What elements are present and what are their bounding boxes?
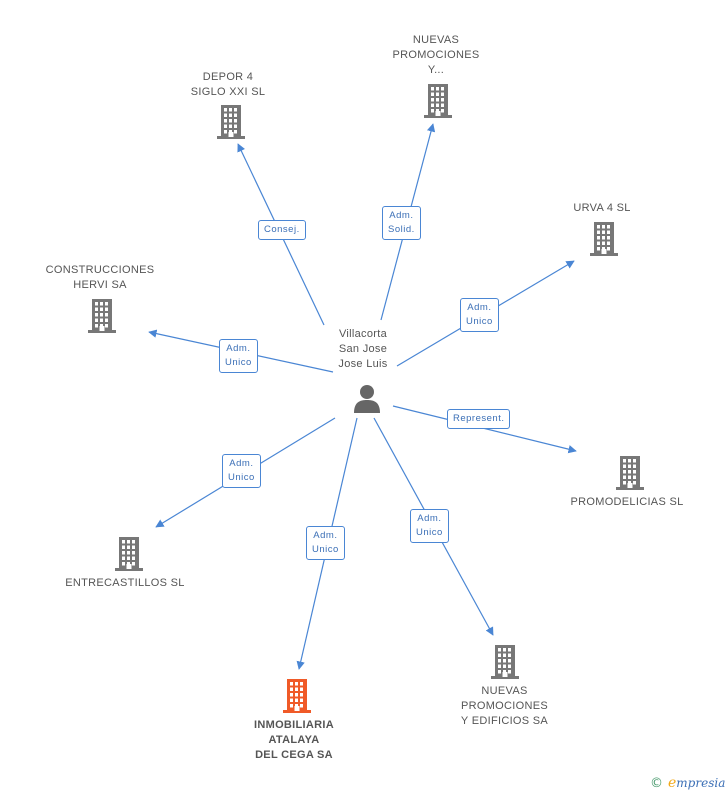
relation-tag[interactable]: Consej.: [258, 220, 306, 240]
relation-tag[interactable]: Adm. Unico: [306, 526, 345, 560]
building-icon[interactable]: [114, 537, 144, 576]
person-name-label[interactable]: Villacorta San Jose Jose Luis: [338, 328, 388, 370]
relation-tag[interactable]: Represent.: [447, 409, 511, 429]
relation-tag[interactable]: Adm. Unico: [460, 298, 499, 332]
copyright-symbol: ©: [650, 776, 663, 791]
building-icon-highlighted[interactable]: [282, 679, 312, 718]
company-label-hervi[interactable]: CONSTRUCCIONES HERVI SA: [45, 264, 155, 291]
company-label-inmobiliaria[interactable]: INMOBILIARIA ATALAYA DEL CEGA SA: [254, 719, 334, 761]
relation-tag[interactable]: Adm. Unico: [222, 454, 261, 488]
company-label-depor[interactable]: DEPOR 4 SIGLO XXI SL: [190, 71, 266, 98]
company-label-entrecastillos[interactable]: ENTRECASTILLOS SL: [65, 577, 185, 589]
building-icon[interactable]: [490, 645, 520, 684]
brand-logo[interactable]: empresia: [668, 775, 726, 791]
building-icon[interactable]: [589, 222, 619, 261]
company-label-nuevas2[interactable]: NUEVAS PROMOCIONES Y EDIFICIOS SA: [460, 685, 549, 727]
building-icon[interactable]: [423, 84, 453, 123]
company-label-nuevas1[interactable]: NUEVAS PROMOCIONES Y...: [392, 34, 480, 76]
person-icon[interactable]: [352, 383, 382, 413]
company-label-promodelicias[interactable]: PROMODELICIAS SL: [570, 496, 684, 508]
relation-tag[interactable]: Adm. Unico: [410, 509, 449, 543]
building-icon[interactable]: [216, 105, 246, 144]
building-icon[interactable]: [615, 456, 645, 495]
building-icon[interactable]: [87, 299, 117, 338]
relation-tag[interactable]: Adm. Solid.: [382, 206, 421, 240]
company-label-urva[interactable]: URVA 4 SL: [573, 202, 631, 214]
relation-tag[interactable]: Adm. Unico: [219, 339, 258, 373]
